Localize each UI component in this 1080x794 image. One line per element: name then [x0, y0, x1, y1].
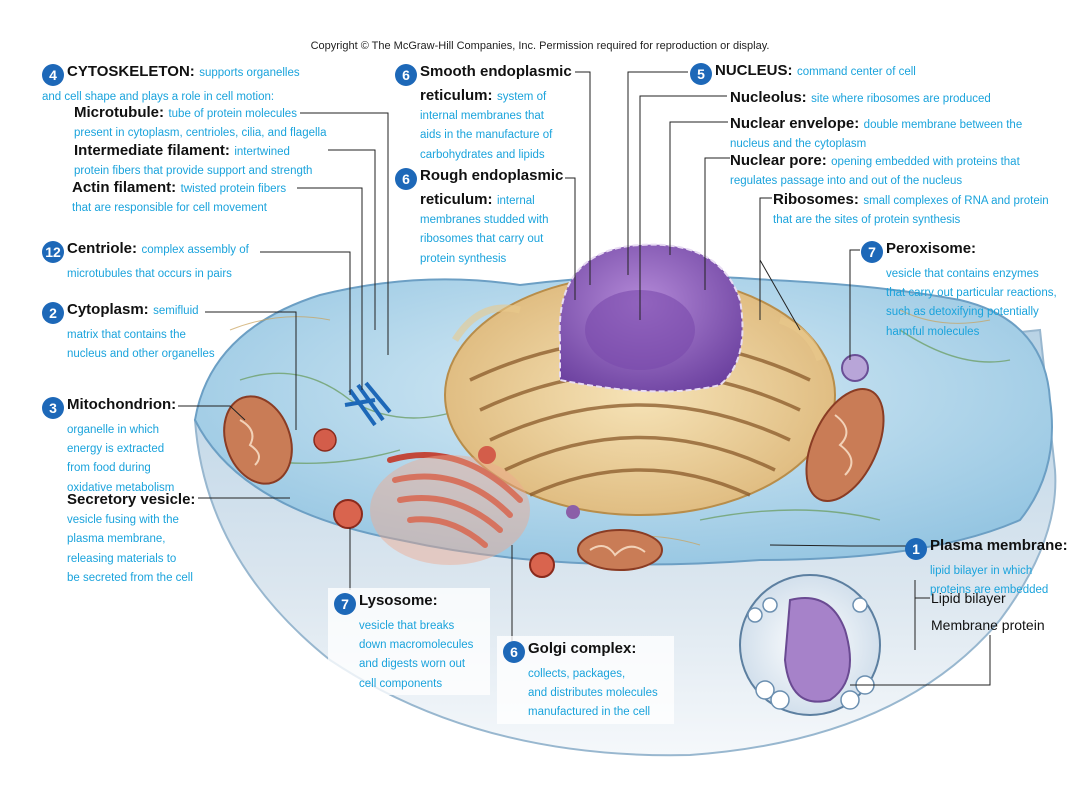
badge-12: 12 [42, 241, 64, 263]
mitochondrion-bottom [577, 529, 663, 571]
badge-3: 3 [42, 397, 64, 419]
badge-6-golgi: 6 [503, 641, 525, 663]
badge-7-lysosome: 7 [334, 593, 356, 615]
label-intermediate-filament: Intermediate filament: intertwined prote… [74, 142, 313, 178]
leader-lines [178, 71, 991, 686]
label-membrane-protein: Membrane protein [931, 617, 1045, 633]
label-nuclear-envelope: Nuclear envelope: double membrane betwee… [730, 115, 1023, 151]
label-lipid-bilayer: Lipid bilayer [931, 590, 1006, 606]
badge-5: 5 [690, 63, 712, 85]
centriole [344, 381, 392, 427]
golgi-complex [387, 452, 523, 548]
mitochondrion-right [805, 387, 885, 503]
membrane-zoom [739, 574, 881, 716]
label-secretory-vesicle: Secretory vesicle: vesicle fusing with t… [67, 491, 196, 584]
cytoskeleton-fibers [239, 329, 1011, 521]
vesicles [313, 354, 869, 578]
copyright-notice: Copyright © The McGraw-Hill Companies, I… [310, 40, 770, 52]
label-microtubule: Microtubule: tube of protein molecules p… [74, 104, 327, 140]
label-nuclear-pore: Nuclear pore: opening embedded with prot… [730, 152, 1020, 188]
label-nucleolus: Nucleolus: site where ribosomes are prod… [730, 89, 991, 106]
badge-7-peroxisome: 7 [861, 241, 883, 263]
mitochondrion-left [223, 395, 293, 485]
label-actin-filament: Actin filament: twisted protein fibers t… [72, 179, 287, 215]
golgi-base [370, 455, 530, 565]
badge-4: 4 [42, 64, 64, 86]
badge-6-smooth: 6 [395, 64, 417, 86]
badge-6-rough: 6 [395, 168, 417, 190]
badge-2: 2 [42, 302, 64, 324]
nucleus [558, 243, 744, 393]
label-ribosomes: Ribosomes: small complexes of RNA and pr… [773, 191, 1049, 227]
badge-1: 1 [905, 538, 927, 560]
